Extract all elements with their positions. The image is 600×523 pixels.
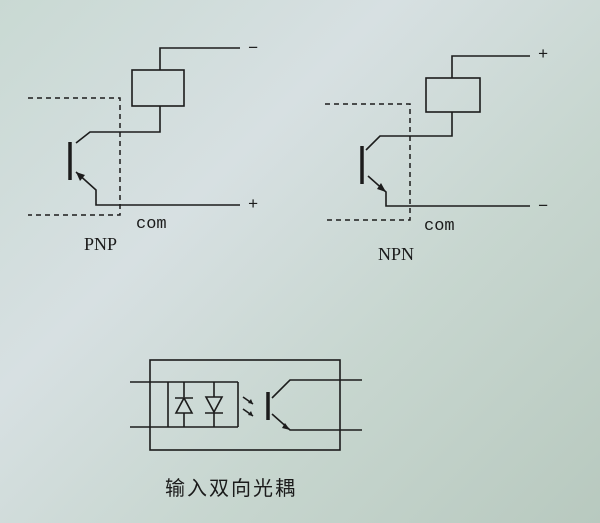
npn-sensor-boundary xyxy=(325,103,411,221)
npn-terminal-positive: + xyxy=(538,46,548,65)
optocoupler-caption: 输入双向光耦 xyxy=(165,476,297,500)
npn-emitter-wire xyxy=(367,175,530,207)
pnp-wire-coil-collector xyxy=(75,106,161,144)
npn-emitter-arrow xyxy=(377,183,386,192)
led-diode-down-icon xyxy=(204,382,224,427)
npn-circuit: + − com NPN xyxy=(325,46,548,264)
pnp-relay-coil xyxy=(131,69,185,107)
npn-label: NPN xyxy=(378,244,414,264)
npn-wire-to-positive xyxy=(451,55,530,78)
npn-relay-coil xyxy=(425,77,481,113)
light-emission-arrows-icon xyxy=(242,396,254,417)
pnp-wire-to-negative xyxy=(159,47,240,70)
pnp-emitter-wire xyxy=(75,171,240,206)
phototransistor-icon xyxy=(266,379,362,431)
npn-wire-coil-collector xyxy=(365,112,453,151)
npn-com-label: com xyxy=(424,217,455,236)
pnp-terminal-negative: − xyxy=(248,40,258,59)
pnp-terminal-positive: + xyxy=(248,196,258,215)
optocoupler-circuit: 输入双向光耦 xyxy=(130,359,362,500)
npn-terminal-negative: − xyxy=(538,198,548,217)
pnp-circuit: − + com PNP xyxy=(28,40,258,254)
pnp-emitter-arrow xyxy=(76,172,85,181)
pnp-sensor-boundary xyxy=(28,97,121,216)
pnp-label: PNP xyxy=(84,234,117,254)
pnp-com-label: com xyxy=(136,215,167,234)
led-diode-up-icon xyxy=(174,382,194,427)
optocoupler-package xyxy=(149,359,341,451)
